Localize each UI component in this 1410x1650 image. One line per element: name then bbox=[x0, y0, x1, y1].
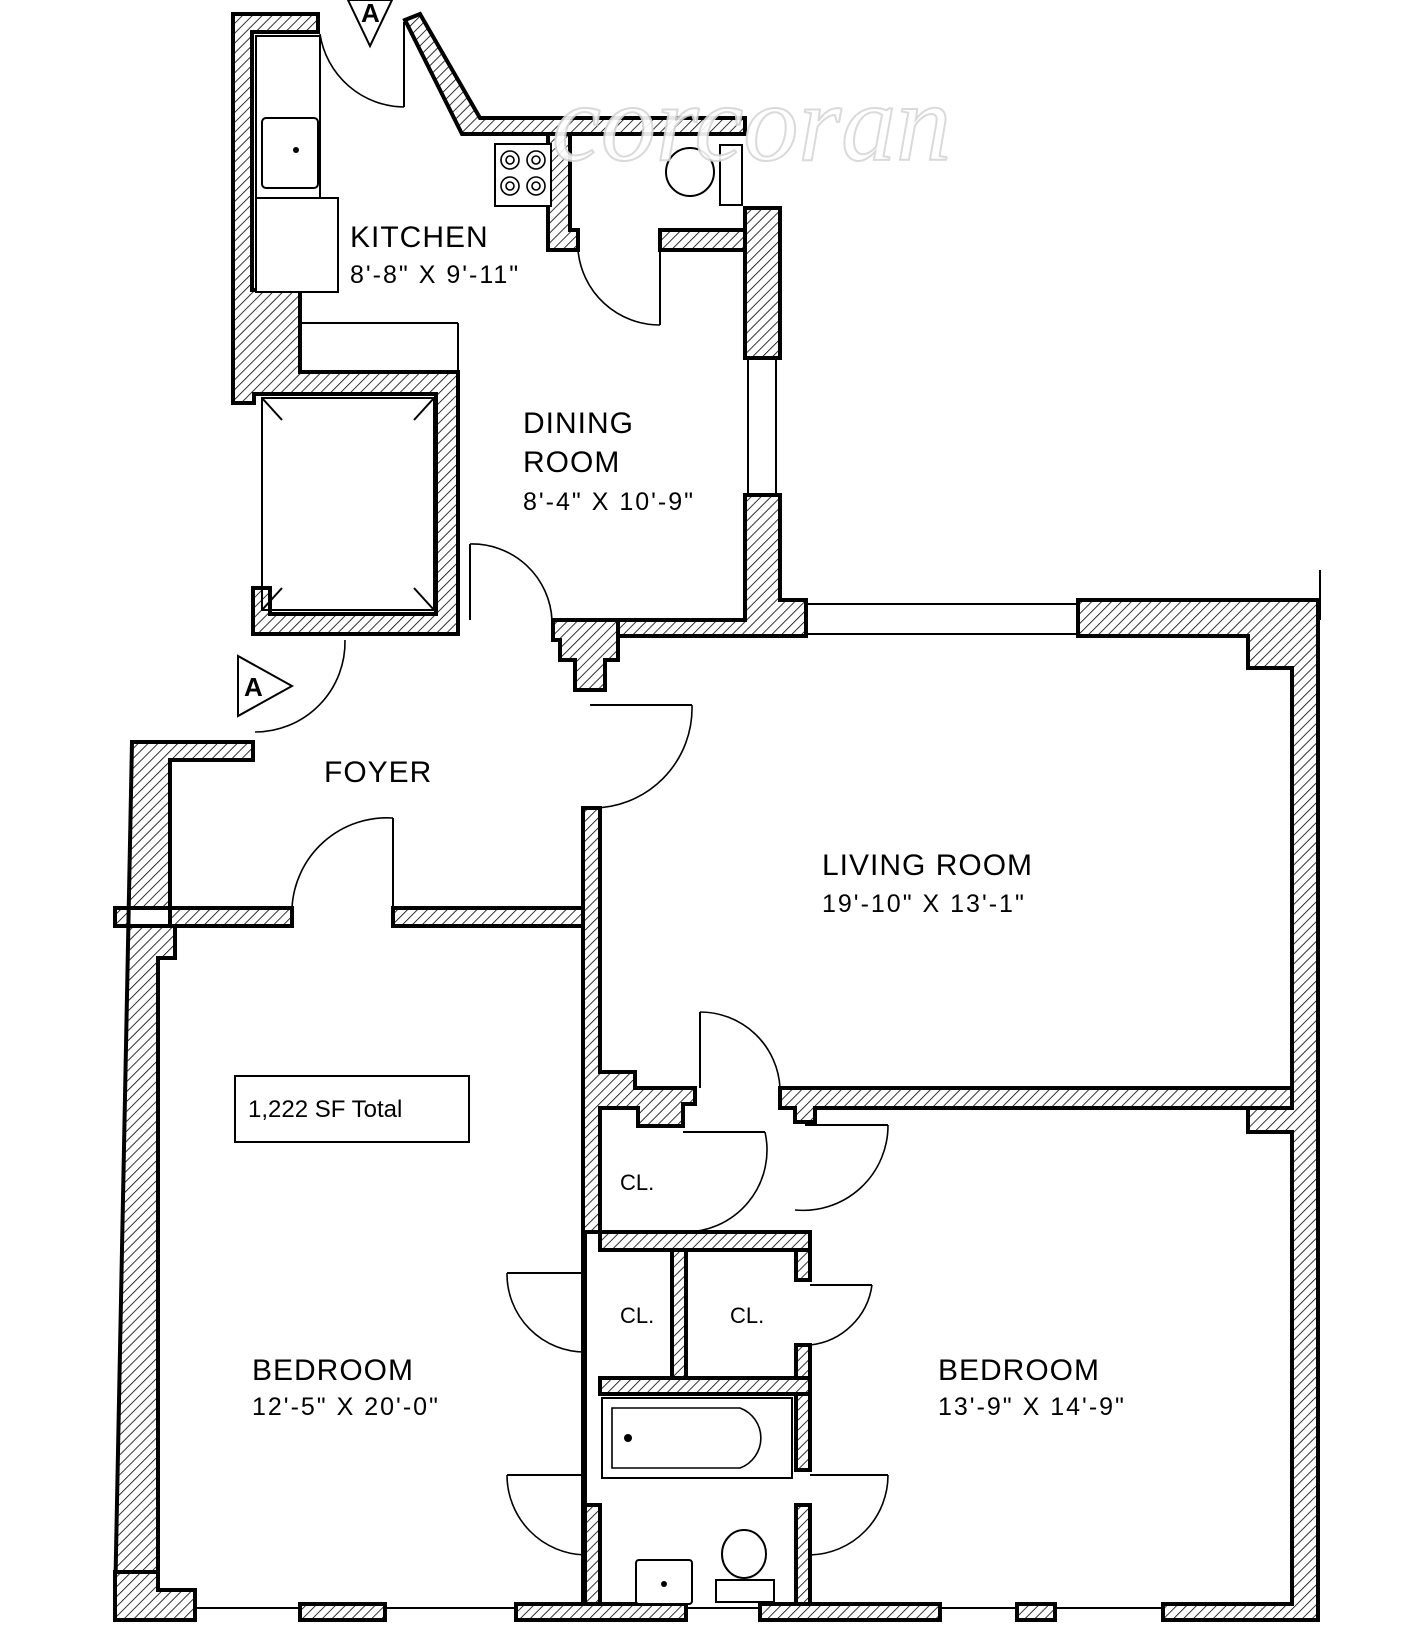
bedroom-left-size: 12'-5" X 20'-0" bbox=[252, 1393, 440, 1421]
wall-pillar bbox=[551, 618, 620, 692]
wall-kitchen-left bbox=[231, 12, 460, 636]
kitchen-sink-icon bbox=[261, 117, 319, 189]
dining-closet bbox=[261, 397, 435, 611]
kitchen-size: 8'-8" X 9'-11" bbox=[350, 261, 520, 289]
living-size: 19'-10" X 13'-1" bbox=[822, 890, 1026, 918]
wall-dining-right-upper bbox=[743, 206, 782, 360]
wall-bedroom-top-left bbox=[168, 906, 294, 928]
kitchen-name: KITCHEN bbox=[350, 221, 489, 254]
wall-foyer-left bbox=[112, 740, 255, 1606]
section-marker-top-letter: A bbox=[361, 0, 380, 28]
wall-living-bedroom bbox=[778, 1086, 1294, 1124]
total-area-label: 1,222 SF Total bbox=[248, 1096, 402, 1123]
wall-bath-bottom-left bbox=[583, 1503, 602, 1606]
doors bbox=[254, 22, 889, 1556]
wall-closet-middle bbox=[670, 1248, 688, 1380]
wall-bottom-seg-1 bbox=[298, 1602, 387, 1622]
wall-bottom-left bbox=[113, 1570, 197, 1622]
dining-size: 8'-4" X 10'-9" bbox=[523, 488, 695, 516]
wall-kitchen-bath bbox=[546, 132, 580, 252]
bedroom-right-size: 13'-9" X 14'-9" bbox=[938, 1393, 1126, 1421]
wall-bath-right bbox=[794, 1392, 812, 1472]
wall-closet-right-2 bbox=[794, 1343, 812, 1380]
closet-label-3: CL. bbox=[730, 1303, 764, 1328]
bath-sink-icon bbox=[635, 1559, 693, 1605]
wall-bottom-seg-2 bbox=[514, 1602, 688, 1622]
window-lines bbox=[195, 322, 1321, 1609]
wall-kitchen-bath-2 bbox=[658, 228, 747, 252]
wall-bath-bottom-right bbox=[794, 1503, 812, 1606]
wall-bottom-seg-4 bbox=[1015, 1602, 1057, 1622]
dining-name-line1: DINING bbox=[523, 407, 634, 440]
bath-toilet-icon bbox=[715, 1529, 775, 1603]
wall-closet-right bbox=[794, 1248, 812, 1282]
toilet-icon bbox=[665, 144, 743, 206]
wall-dining-right-lower bbox=[551, 493, 808, 638]
section-marker-left-letter: A bbox=[244, 672, 263, 702]
bedroom-left-name: BEDROOM bbox=[252, 1354, 414, 1387]
section-marker-left: A bbox=[237, 654, 295, 718]
wall-bedroom-top-right bbox=[391, 906, 585, 928]
total-area-box: 1,222 SF Total bbox=[234, 1075, 470, 1143]
living-name: LIVING ROOM bbox=[822, 849, 1033, 882]
closet-label-2: CL. bbox=[620, 1303, 654, 1328]
foyer-name: FOYER bbox=[324, 756, 432, 789]
walls bbox=[112, 11, 1320, 1622]
stove-icon bbox=[494, 143, 552, 207]
sink-drain-icon bbox=[293, 147, 299, 153]
wall-kitchen-angle bbox=[402, 11, 747, 136]
bedroom-right-name: BEDROOM bbox=[938, 1354, 1100, 1387]
wall-bottom-seg-3 bbox=[758, 1602, 942, 1622]
kitchen-base bbox=[255, 197, 339, 293]
wall-center-spine bbox=[581, 806, 697, 1606]
wall-closet-bottom bbox=[598, 1376, 812, 1396]
dining-name-line2: ROOM bbox=[523, 446, 620, 479]
section-marker-top: A bbox=[346, 0, 394, 49]
wall-closet-top bbox=[598, 1230, 812, 1252]
bathtub-icon bbox=[601, 1397, 793, 1479]
closet-label-1: CL. bbox=[620, 1170, 654, 1195]
fixtures bbox=[255, 35, 793, 1605]
watermark: corcoran bbox=[552, 62, 951, 184]
